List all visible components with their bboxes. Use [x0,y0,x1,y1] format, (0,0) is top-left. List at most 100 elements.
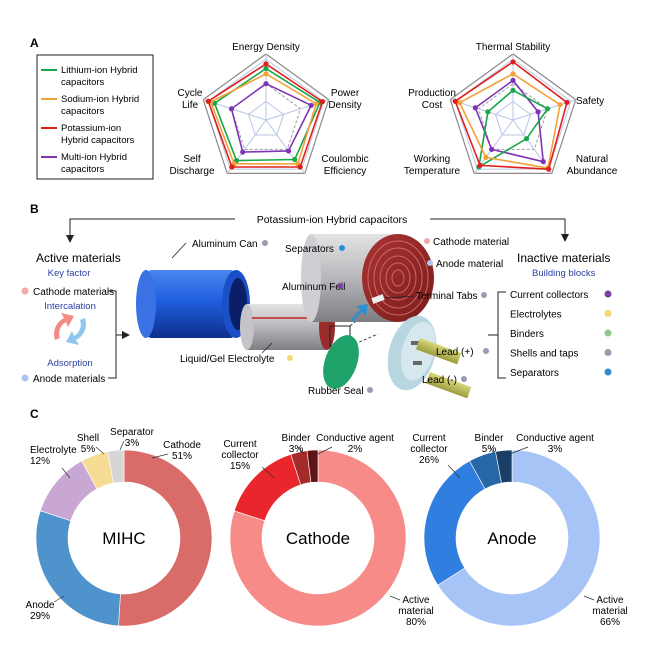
donut-slice-label: Cathode [163,440,201,451]
donut-center-title: MIHC [102,529,145,548]
terminal-tabs-label: Terminal Tabs [416,291,478,302]
inactive-bracket [488,291,506,379]
donut-slice [495,449,513,484]
donut-slice-label: Current [223,439,257,450]
lead-positive [415,338,462,365]
radar-series [230,82,313,153]
donut-chart: MIHCCathode51%Anode29%Electrolyte12%Shel… [26,427,213,627]
radar-series [458,72,561,169]
donut-leader-line [119,440,125,451]
aluminum-can [136,270,250,338]
active-materials-title: Active materials [36,251,121,265]
donut-slice-label: Conductive agent [316,433,394,444]
radar-point [285,148,292,154]
cathode-material-dot [424,238,430,244]
radar-point [263,71,269,77]
radar-point [564,99,570,106]
donut-slice-label: 15% [230,461,250,472]
adsorption-label: Adsorption [47,358,92,369]
inactive-item-label: Current collectors [510,290,588,301]
donut-slice-label: Binder [282,433,312,444]
legend-label-line2: Hybrid capacitors [61,135,135,146]
rubber-seal-dot [367,387,373,393]
radar-axis-label: Safety [576,96,604,107]
legend-label-line1: Multi-ion Hybrid [61,152,127,163]
donut-chart: AnodeActivematerial66%Currentcollector26… [410,433,627,628]
radar-point [483,154,489,160]
donut-slice-label: 2% [348,444,363,455]
radar-point [477,162,483,168]
donut-slice-label: collector [221,450,259,461]
radar-point [292,156,298,163]
donut-slice-label: 3% [548,444,563,455]
donut-slice-label: Separator [110,427,155,438]
radar-axis-label-line2: Discharge [169,166,214,177]
donut-leader-line [317,446,333,455]
radar-axis-label-line2: Life [182,100,199,111]
donut-slice-label: Conductive agent [516,433,594,444]
legend-label-line2: capacitors [61,164,105,175]
radar-spoke [512,119,553,174]
panel-a-letter: A [30,36,39,50]
radar-point [205,98,211,104]
radar-point [535,109,541,115]
radar-axis-label: Power [331,88,360,99]
radar-series [454,60,568,170]
donut-slice-label: 26% [419,455,439,466]
donut-slice [437,449,601,627]
inactive-item-dot [604,349,612,356]
donut-slice-label: Current [412,433,446,444]
radar-axis-label-line2: Efficiency [324,166,367,177]
lead-minus-dot [461,376,467,382]
donut-slice-label: material [592,606,628,617]
inactive-item-label: Separators [510,368,559,379]
inactive-item-label: Shells and taps [510,349,578,360]
panel-c-letter: C [30,407,39,421]
electrolyte-dot [287,355,293,361]
donut-center-title: Anode [487,529,536,548]
radar-point [263,81,269,87]
donut-leader-line [489,446,495,455]
donut-leader-line [389,595,401,601]
donut-slice-label: Electrolyte [30,445,77,456]
inactive-item-dot [604,368,612,376]
inactive-item-dot [604,329,612,337]
donut-slice-label: 80% [406,617,426,628]
electrolyte-label: Liquid/Gel Electrolyte [180,354,275,365]
donut-leader-line [261,466,275,479]
donut-slice [118,449,213,627]
radar-point [240,149,246,155]
radar-axis-label-line2: Temperature [404,166,461,177]
legend-label-line1: Potassium-ion [61,123,121,134]
radar-point [472,105,478,111]
donut-slice-label: 29% [30,611,50,622]
aluminum-foil-dot [337,283,343,289]
donut-slice-label: Anode [26,600,55,611]
separators-label: Separators [285,244,334,255]
radar-point [544,106,551,112]
radar-axis-label: Energy Density [232,42,300,53]
inactive-item-dot [604,310,612,317]
radar-point [228,106,235,112]
donut-slice-label: Active [402,595,430,606]
rubber-seal [323,335,359,389]
radar-point [523,136,530,142]
radar-outer-ring [202,53,330,174]
terminal-tabs-dot [481,292,487,298]
radar-axis-label: Coulombic [321,154,368,165]
radar-point [540,159,546,165]
radar-ring [247,100,285,136]
donut-slice-label: Active [596,595,624,606]
jellyroll [301,234,434,322]
legend-label-line2: capacitors [61,77,105,88]
radar-series [477,89,549,169]
radar-point [510,87,516,93]
radar-point [485,109,491,115]
radar-point [452,98,458,104]
aluminum-can-label: Aluminum Can [192,239,258,250]
anode-materials-label: Anode materials [33,374,105,385]
aluminum-can-dot [262,240,268,246]
panel-c: C MIHCCathode51%Anode29%Electrolyte12%Sh… [26,407,628,628]
